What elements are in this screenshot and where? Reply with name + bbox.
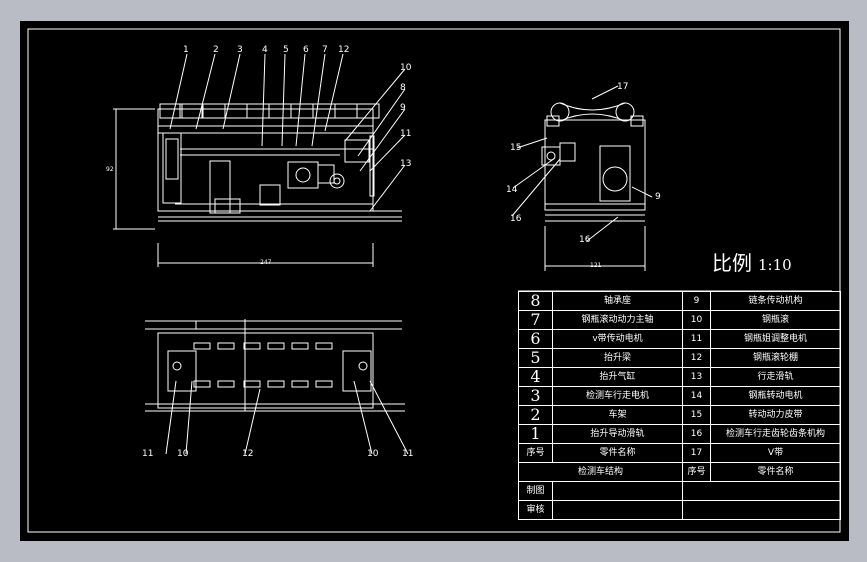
plan-callout-12: 12 (242, 449, 254, 459)
bom-header-seq-right: 序号 (682, 462, 711, 482)
side-view (511, 85, 653, 271)
inner-frame (27, 28, 841, 533)
bom-seq-right: 16 (682, 424, 711, 444)
front-dim-width: 247 (260, 259, 272, 266)
bom-name-right: 转动动力皮带 (710, 405, 841, 425)
bom-seq-left: 4 (518, 367, 553, 387)
bom-checked-value (552, 500, 683, 520)
bom-seq-right: 15 (682, 405, 711, 425)
bom-name-right: 钢瓶转动电机 (710, 386, 841, 406)
front-callout-3: 3 (237, 45, 243, 55)
front-callout-10: 10 (400, 63, 412, 73)
side-callout-15: 15 (510, 143, 522, 153)
side-callout-16-bottom: 16 (579, 235, 591, 245)
bom-name-right: 钢瓶滚 (710, 310, 841, 330)
bom-name-right: 链条传动机构 (710, 291, 841, 311)
bom-name-left: 抬升导动滑轨 (552, 424, 683, 444)
bom-name-right: 钢瓶姐调整电机 (710, 329, 841, 349)
bom-seq-left: 7 (518, 310, 553, 330)
front-view (113, 53, 406, 267)
bom-title-row: 检测车结构序号零件名称 (518, 462, 841, 482)
bom-seq-left: 5 (518, 348, 553, 368)
bom-title: 检测车结构 (518, 462, 683, 482)
bom-name-left: 检测车行走电机 (552, 386, 683, 406)
bom-drawn-row: 制图 (518, 481, 841, 501)
bom-name-left: 抬升气缸 (552, 367, 683, 387)
cad-drawing (27, 28, 841, 533)
front-dim-height: 92 (106, 166, 114, 173)
bom-name-right: 行走滑轨 (710, 367, 841, 387)
bom-header-name-right: 零件名称 (710, 462, 841, 482)
side-callout-16-left: 16 (510, 214, 522, 224)
bom-seq-left: 2 (518, 405, 553, 425)
bom-drawn-label: 制图 (518, 481, 553, 501)
plan-callout-10-left: 10 (177, 449, 189, 459)
front-callout-4: 4 (262, 45, 268, 55)
front-callout-12: 12 (338, 45, 350, 55)
plan-callout-10-right: 10 (367, 449, 379, 459)
bom-row17-seq: 17 (682, 443, 711, 463)
bom-name-left: 抬升梁 (552, 348, 683, 368)
bom-row17-name: V带 (710, 443, 841, 463)
front-callout-7: 7 (322, 45, 328, 55)
side-callout-9: 9 (655, 192, 661, 202)
bom-seq-right: 10 (682, 310, 711, 330)
bom-seq-left: 6 (518, 329, 553, 349)
plan-callout-11-right: 11 (402, 449, 414, 459)
bom-header-name: 零件名称 (552, 443, 683, 463)
scale-value: 1:10 (758, 256, 792, 274)
bom-seq-left: 3 (518, 386, 553, 406)
bom-seq-left: 1 (518, 424, 553, 444)
drawing-sheet: 1 2 3 4 5 6 7 12 10 8 9 11 13 247 92 17 … (20, 21, 849, 541)
front-callout-5: 5 (283, 45, 289, 55)
bom-name-right: 钢瓶滚轮棚 (710, 348, 841, 368)
front-callout-1: 1 (183, 45, 189, 55)
bom-seq-right: 14 (682, 386, 711, 406)
bom-drawn-value (552, 481, 683, 501)
front-callout-13: 13 (400, 159, 412, 169)
bom-checked-label: 审核 (518, 500, 553, 520)
bom-seq-right: 12 (682, 348, 711, 368)
bom-empty (682, 500, 841, 520)
front-callout-8: 8 (400, 83, 406, 93)
bom-checked-row: 审核 (518, 500, 841, 520)
side-callout-14: 14 (506, 185, 518, 195)
bom-seq-left: 8 (518, 291, 553, 311)
bom-name-left: 轴承座 (552, 291, 683, 311)
front-callout-6: 6 (303, 45, 309, 55)
front-callout-2: 2 (213, 45, 219, 55)
side-callout-17: 17 (617, 82, 629, 92)
bom-name-left: 钢瓶滚动动力主轴 (552, 310, 683, 330)
plan-view (145, 319, 409, 455)
front-callout-11: 11 (400, 129, 412, 139)
plan-callout-11-left: 11 (142, 449, 154, 459)
side-dim-width: 121 (590, 262, 602, 269)
front-callout-9: 9 (400, 103, 406, 113)
bom-header-seq: 序号 (518, 443, 553, 463)
bom-name-left: v带传动电机 (552, 329, 683, 349)
bom-empty (682, 481, 841, 501)
bom-seq-right: 11 (682, 329, 711, 349)
bom-name-left: 车架 (552, 405, 683, 425)
bom-seq-right: 9 (682, 291, 711, 311)
bom-name-right: 检测车行走齿轮齿条机构 (710, 424, 841, 444)
scale-label: 比例 1:10 (712, 247, 792, 276)
bom-seq-right: 13 (682, 367, 711, 387)
scale-text: 比例 (712, 251, 752, 275)
